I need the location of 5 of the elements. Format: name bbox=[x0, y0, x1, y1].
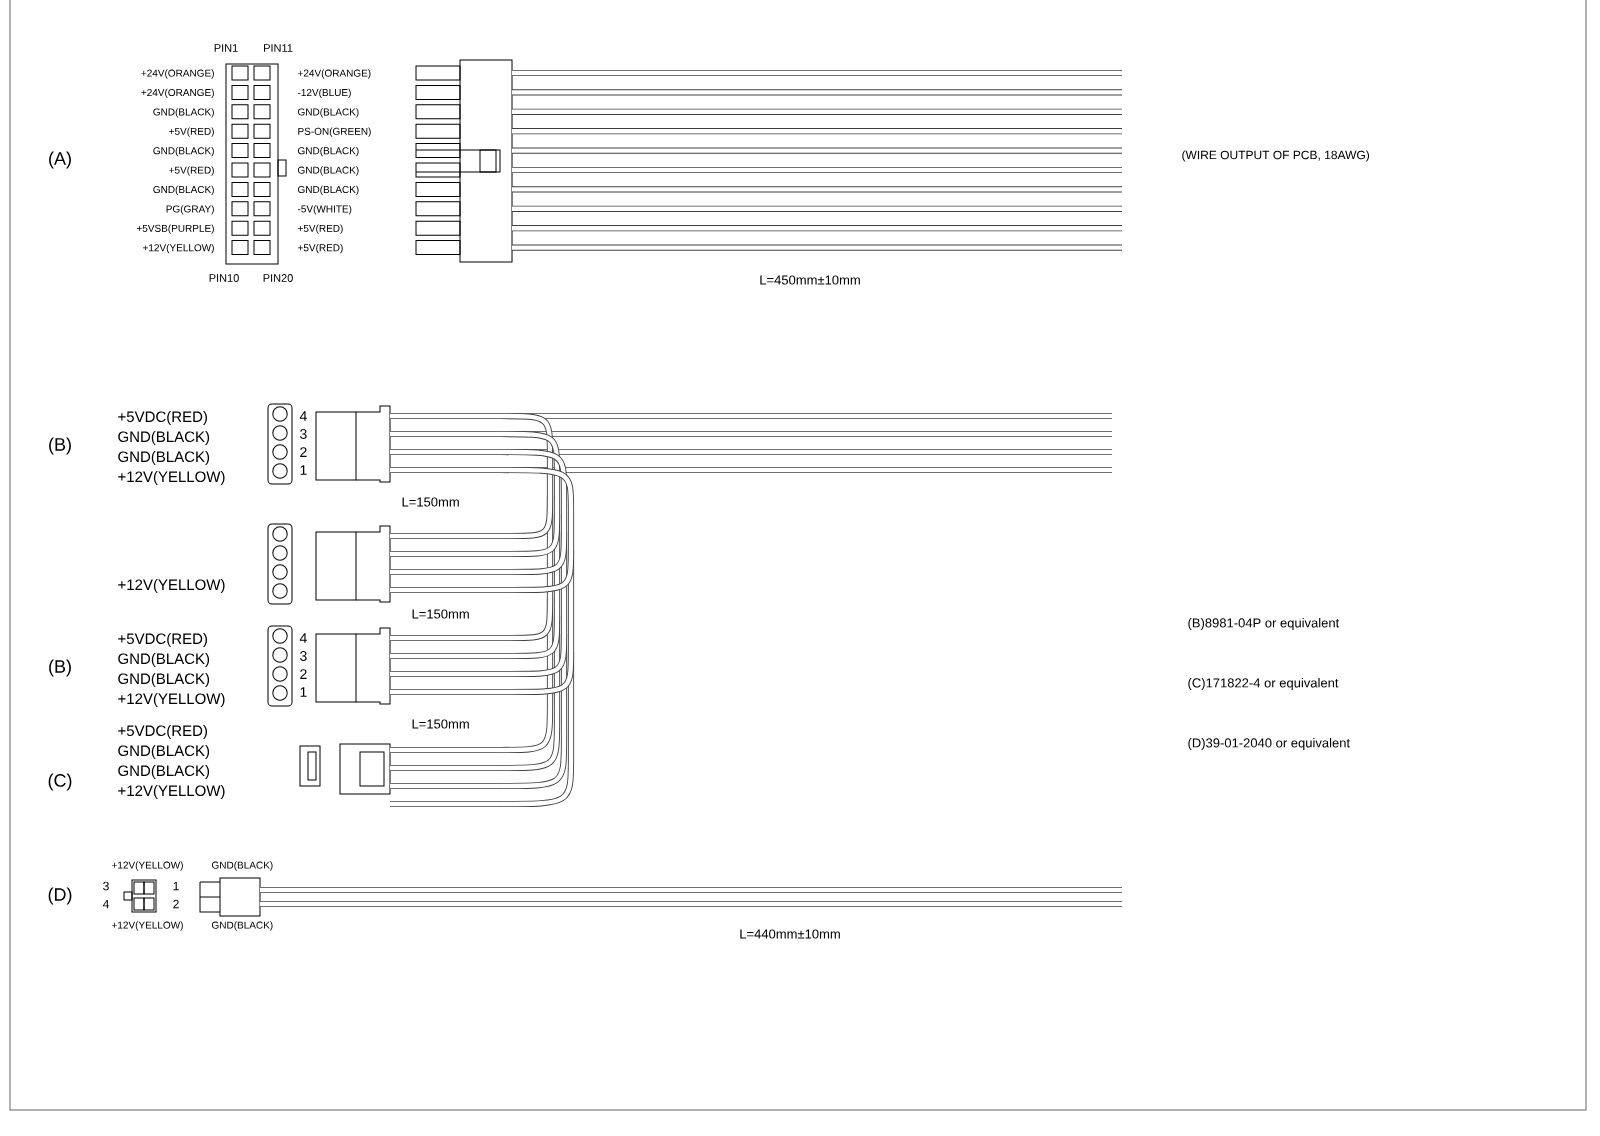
section-letter: (B) bbox=[49, 659, 71, 677]
section-letter: (B) bbox=[49, 437, 71, 455]
section-letter: (C) bbox=[48, 773, 72, 791]
section-letter: (D) bbox=[48, 887, 72, 905]
section-letter: (A) bbox=[49, 151, 71, 169]
